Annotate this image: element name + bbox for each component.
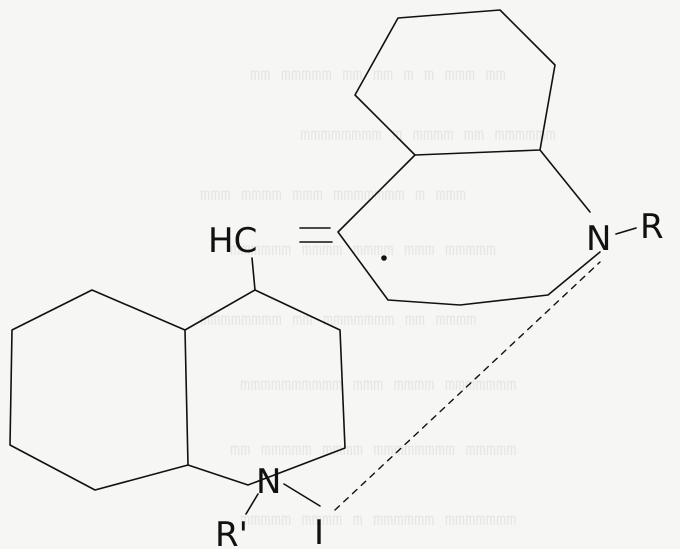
n-label-upper: N (586, 219, 611, 259)
r-prime-label: R' (215, 515, 248, 549)
svg-text:mmmmmmmm mm mmmmmmm mm mmmm: mmmmmmmm mm mmmmmmm mm mmmm (200, 310, 476, 330)
hc-label: HC (208, 221, 257, 261)
iodide-dashed-link (334, 261, 601, 511)
upper-ring-bond-to-n (539, 149, 591, 213)
iodide-label: I (314, 513, 324, 549)
lower-benzene-ring (9, 289, 189, 491)
n-r-bond-upper (615, 227, 637, 235)
methine-to-ring-bond (251, 257, 256, 291)
svg-text:mmmmm mmmm m mmmmmm mmmmmmm: mmmmm mmmm m mmmmmm mmmmmmm (240, 510, 516, 530)
radical-dot (381, 255, 387, 261)
n-label-lower: N (256, 462, 281, 502)
show-through-text: mm mmmmm mm mm m m mmm mm mmmmmmmm m mmm… (200, 65, 556, 530)
svg-text:mm mmmmm mmmm mmmmmmmm mmmmm: mm mmmmm mmmm mmmmmmmm mmmmm (230, 440, 517, 460)
n-r-prime-bond (245, 493, 259, 515)
svg-text:mmmmmm mmmm mmmm mmm mmmmm: mmmmmm mmmm mmmm mmm mmmmm (230, 240, 496, 260)
svg-text:mmmmmmmmmm mmm mmmm mmmmmmm: mmmmmmmmmm mmm mmmm mmmmmmm (240, 375, 516, 395)
upper-pyridine-ring (337, 154, 601, 306)
svg-text:mm mmmmm mm mm m m mmm mm: mm mmmmm mm mm m m mmm mm (250, 65, 506, 85)
r-label-upper: R (640, 207, 664, 247)
svg-text:mmmmmmmm m mmmm mm mmmmmm: mmmmmmmm m mmmm mm mmmmmm (300, 125, 556, 145)
n-iodide-bond (283, 483, 321, 507)
svg-text:mmm mmmm mmm mmmmmmm m mmm: mmm mmmm mmm mmmmmmm m mmm (200, 185, 466, 205)
